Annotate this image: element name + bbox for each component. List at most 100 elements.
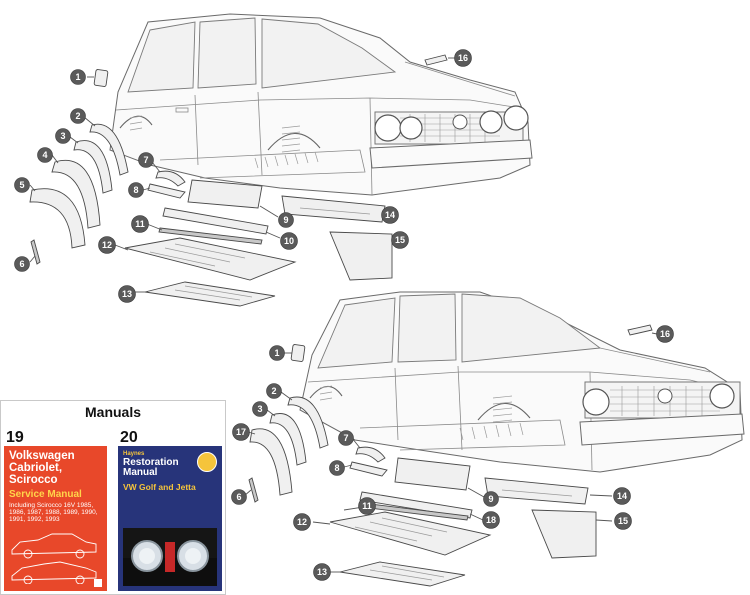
part-strip-11 bbox=[158, 227, 263, 245]
part-floor-12b bbox=[329, 511, 492, 556]
part-arch-2 bbox=[89, 123, 129, 176]
svg-text:17: 17 bbox=[236, 427, 246, 437]
svg-text:8: 8 bbox=[334, 463, 339, 473]
top-callout-14: 14 bbox=[381, 206, 399, 224]
cover-title: Volkswagen Cabriolet, Scirocco bbox=[9, 450, 75, 486]
svg-text:3: 3 bbox=[60, 131, 65, 141]
bottom-callout-15: 15 bbox=[614, 512, 632, 530]
part-bracket-7b bbox=[355, 446, 386, 463]
part-arch-17 bbox=[249, 428, 293, 496]
part-fuel-flap-b bbox=[290, 344, 306, 362]
part-bracket-7 bbox=[155, 170, 186, 187]
svg-text:9: 9 bbox=[488, 494, 493, 504]
part-floor-13 bbox=[144, 281, 276, 307]
svg-text:4: 4 bbox=[42, 150, 47, 160]
top-callout-7: 7 bbox=[138, 152, 154, 168]
svg-text:14: 14 bbox=[385, 210, 395, 220]
part-rail-14 bbox=[281, 195, 386, 223]
svg-text:2: 2 bbox=[75, 111, 80, 121]
svg-text:16: 16 bbox=[660, 329, 670, 339]
part-strip-6b bbox=[248, 477, 259, 503]
bottom-callout-18: 18 bbox=[482, 511, 500, 529]
top-callout-9: 9 bbox=[278, 212, 294, 228]
bottom-callout-14: 14 bbox=[613, 487, 631, 505]
manual-cover-haynes[interactable]: Haynes Restoration Manual VW Golf and Je… bbox=[118, 446, 222, 591]
part-tab-16 bbox=[424, 54, 448, 66]
top-callout-8: 8 bbox=[128, 182, 144, 198]
part-bracket-15b bbox=[531, 509, 597, 559]
svg-text:13: 13 bbox=[122, 289, 132, 299]
part-panel-9b bbox=[394, 457, 471, 491]
cover-photo-headlights bbox=[123, 528, 217, 586]
svg-text:5: 5 bbox=[19, 180, 24, 190]
svg-text:6: 6 bbox=[19, 259, 24, 269]
top-callout-2: 2 bbox=[70, 108, 86, 124]
svg-text:3: 3 bbox=[257, 404, 262, 414]
cover-car-drawings bbox=[11, 533, 97, 584]
top-callout-11: 11 bbox=[131, 215, 149, 233]
svg-text:11: 11 bbox=[362, 501, 372, 511]
cover-title: Restoration Manual bbox=[123, 457, 179, 478]
part-bracket-8b bbox=[349, 461, 388, 477]
cover-subtitle: Service Manual bbox=[9, 489, 82, 500]
manuals-panel: Manuals 19 20 Volkswagen Cabriolet, Scir… bbox=[0, 400, 226, 595]
top-callout-12: 12 bbox=[98, 236, 116, 254]
bottom-callout-12: 12 bbox=[293, 513, 311, 531]
bottom-callout-9: 9 bbox=[483, 491, 499, 507]
svg-text:12: 12 bbox=[102, 240, 112, 250]
svg-text:1: 1 bbox=[274, 348, 279, 358]
top-callout-10: 10 bbox=[280, 232, 298, 250]
svg-text:8: 8 bbox=[133, 185, 138, 195]
bottom-callout-2: 2 bbox=[266, 383, 282, 399]
bottom-callout-17: 17 bbox=[232, 423, 250, 441]
top-callout-6: 6 bbox=[14, 256, 30, 272]
part-tab-16b bbox=[627, 324, 653, 336]
svg-text:16: 16 bbox=[458, 53, 468, 63]
manual-number-19: 19 bbox=[6, 429, 24, 446]
svg-text:11: 11 bbox=[135, 219, 145, 229]
part-bracket-15 bbox=[329, 231, 393, 281]
top-callout-3: 3 bbox=[55, 128, 71, 144]
part-sill-18 bbox=[359, 491, 473, 519]
svg-text:6: 6 bbox=[236, 492, 241, 502]
parts-top bbox=[29, 54, 448, 307]
bottom-callout-8: 8 bbox=[329, 460, 345, 476]
part-arch-3b bbox=[269, 413, 307, 466]
haynes-logo bbox=[197, 452, 217, 472]
part-floor-13b bbox=[339, 561, 466, 587]
svg-text:7: 7 bbox=[343, 433, 348, 443]
part-arch-2b bbox=[287, 396, 329, 449]
manual-number-20: 20 bbox=[120, 429, 138, 446]
part-bracket-8 bbox=[147, 183, 186, 199]
top-callout-1: 1 bbox=[70, 69, 86, 85]
bottom-callout-13: 13 bbox=[313, 563, 331, 581]
part-panel-9 bbox=[187, 179, 263, 209]
top-callout-15: 15 bbox=[391, 231, 409, 249]
manual-cover-bentley[interactable]: Volkswagen Cabriolet, Scirocco Service M… bbox=[4, 446, 107, 591]
svg-text:2: 2 bbox=[271, 386, 276, 396]
svg-text:10: 10 bbox=[284, 236, 294, 246]
part-rail-14b bbox=[484, 477, 589, 505]
svg-text:1: 1 bbox=[75, 72, 80, 82]
part-fuel-flap bbox=[93, 69, 109, 87]
svg-text:18: 18 bbox=[486, 515, 496, 525]
callouts: 1234567891011121314151612317678911181213… bbox=[14, 49, 674, 581]
part-sill-10 bbox=[162, 207, 269, 235]
top-callout-16: 16 bbox=[454, 49, 472, 67]
svg-text:9: 9 bbox=[283, 215, 288, 225]
parts-bottom bbox=[248, 324, 653, 587]
part-arch-3 bbox=[73, 140, 113, 194]
publisher-logo bbox=[94, 579, 102, 587]
svg-text:15: 15 bbox=[395, 235, 405, 245]
bottom-callout-11: 11 bbox=[358, 497, 376, 515]
car-illustration-top bbox=[109, 13, 533, 196]
part-floor-12 bbox=[124, 237, 297, 281]
cover-detail: Including Scirocco 16V 1985, 1986, 1987,… bbox=[9, 502, 98, 523]
bottom-callout-6: 6 bbox=[231, 489, 247, 505]
cover-header: Haynes bbox=[123, 451, 145, 457]
manuals-title: Manuals bbox=[85, 404, 142, 420]
bottom-callout-16: 16 bbox=[656, 325, 674, 343]
top-callout-5: 5 bbox=[14, 177, 30, 193]
